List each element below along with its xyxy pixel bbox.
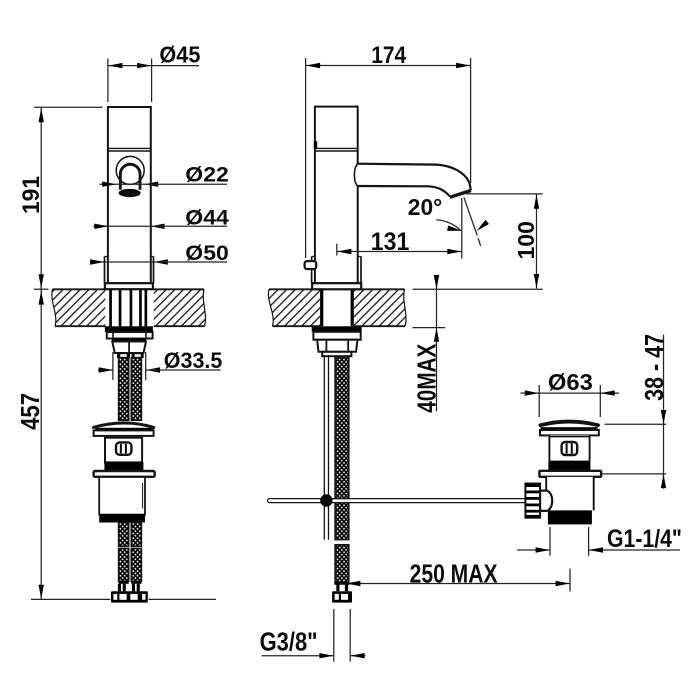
svg-text:100: 100 (513, 221, 539, 260)
svg-text:Ø33.5: Ø33.5 (164, 348, 223, 373)
svg-text:38 - 47: 38 - 47 (639, 334, 669, 401)
svg-text:Ø50: Ø50 (185, 241, 229, 265)
svg-text:131: 131 (371, 228, 410, 256)
svg-text:191: 191 (18, 176, 45, 214)
svg-text:Ø63: Ø63 (548, 369, 593, 395)
svg-text:Ø45: Ø45 (159, 42, 200, 68)
svg-text:250 MAX: 250 MAX (410, 561, 498, 589)
svg-text:20°: 20° (408, 194, 443, 220)
svg-text:Ø44: Ø44 (185, 205, 229, 229)
svg-text:174: 174 (371, 42, 407, 69)
svg-text:457: 457 (15, 393, 45, 430)
svg-text:40MAX: 40MAX (411, 343, 441, 413)
svg-text:G3/8": G3/8" (260, 628, 318, 656)
svg-text:Ø22: Ø22 (185, 163, 229, 187)
svg-text:G1-1/4": G1-1/4" (607, 525, 682, 553)
